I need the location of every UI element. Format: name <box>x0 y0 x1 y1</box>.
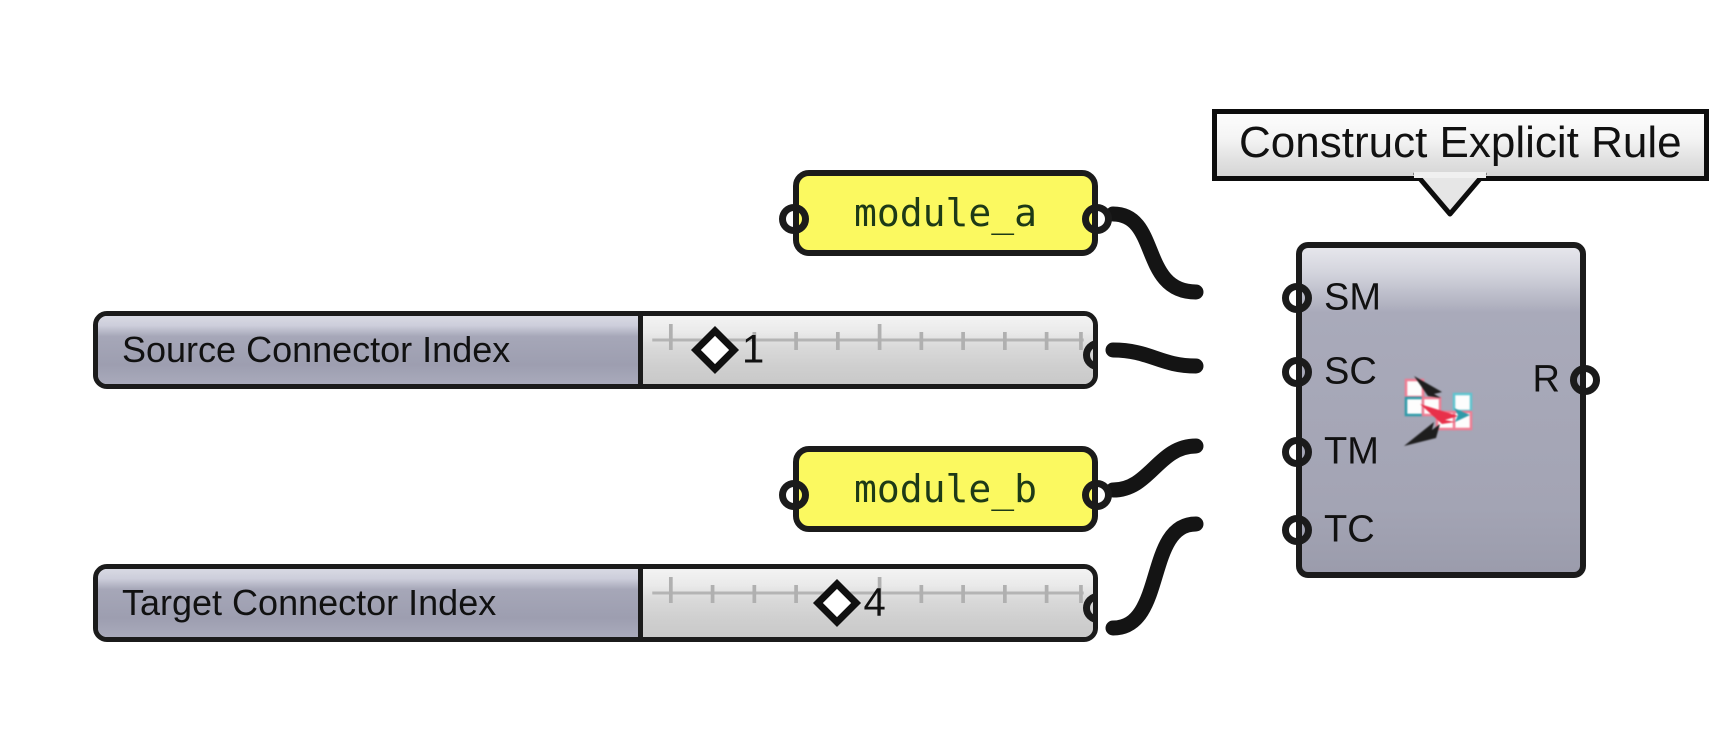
target-slider-output-port[interactable] <box>1083 593 1093 623</box>
wasp-explicit-rule-icon <box>1404 376 1473 446</box>
panel-b-text: module_b <box>853 467 1038 511</box>
slider-source-connector-index[interactable]: Source Connector Index <box>93 311 1098 389</box>
slider-target-connector-index[interactable]: Target Connector Index <box>93 564 1098 642</box>
input-label-tm: TM <box>1324 430 1379 473</box>
input-port-sm[interactable] <box>1282 283 1312 313</box>
slider-source-value: 1 <box>742 327 765 372</box>
panel-module-a[interactable]: module_a <box>779 170 1112 256</box>
component-name-label: Construct Explicit Rule <box>1239 118 1682 167</box>
panel-b-input-port[interactable] <box>779 480 809 510</box>
input-label-sm: SM <box>1324 276 1381 319</box>
output-label-r: R <box>1532 358 1560 401</box>
input-port-sc[interactable] <box>1282 357 1312 387</box>
slider-target-value: 4 <box>863 580 886 625</box>
slider-source-label: Source Connector Index <box>98 316 643 384</box>
slider-target-label: Target Connector Index <box>98 569 643 637</box>
panel-a-output-port[interactable] <box>1082 204 1112 234</box>
component-construct-explicit-rule[interactable]: SM SC TM TC R <box>1282 242 1600 578</box>
source-slider-output-port[interactable] <box>1083 340 1093 370</box>
panel-a-text: module_a <box>853 191 1038 235</box>
input-port-tm[interactable] <box>1282 437 1312 467</box>
panel-module-b[interactable]: module_b <box>779 446 1112 532</box>
input-label-sc: SC <box>1324 350 1377 393</box>
wire-module-a-to-sm <box>1105 206 1204 300</box>
wire-source-slider-to-sc <box>1105 342 1204 374</box>
wire-target-slider-to-tc <box>1105 516 1204 636</box>
input-port-tc[interactable] <box>1282 515 1312 545</box>
output-port-r[interactable] <box>1570 365 1600 395</box>
panel-a-input-port[interactable] <box>779 204 809 234</box>
balloon-pointer-icon <box>1413 172 1487 217</box>
slider-source-track[interactable]: 1 <box>643 316 1093 384</box>
wire-module-b-to-tm <box>1105 438 1204 498</box>
component-name-balloon: Construct Explicit Rule <box>1212 109 1709 181</box>
input-label-tc: TC <box>1324 508 1375 551</box>
slider-target-track[interactable]: 4 <box>643 569 1093 637</box>
panel-b-output-port[interactable] <box>1082 480 1112 510</box>
